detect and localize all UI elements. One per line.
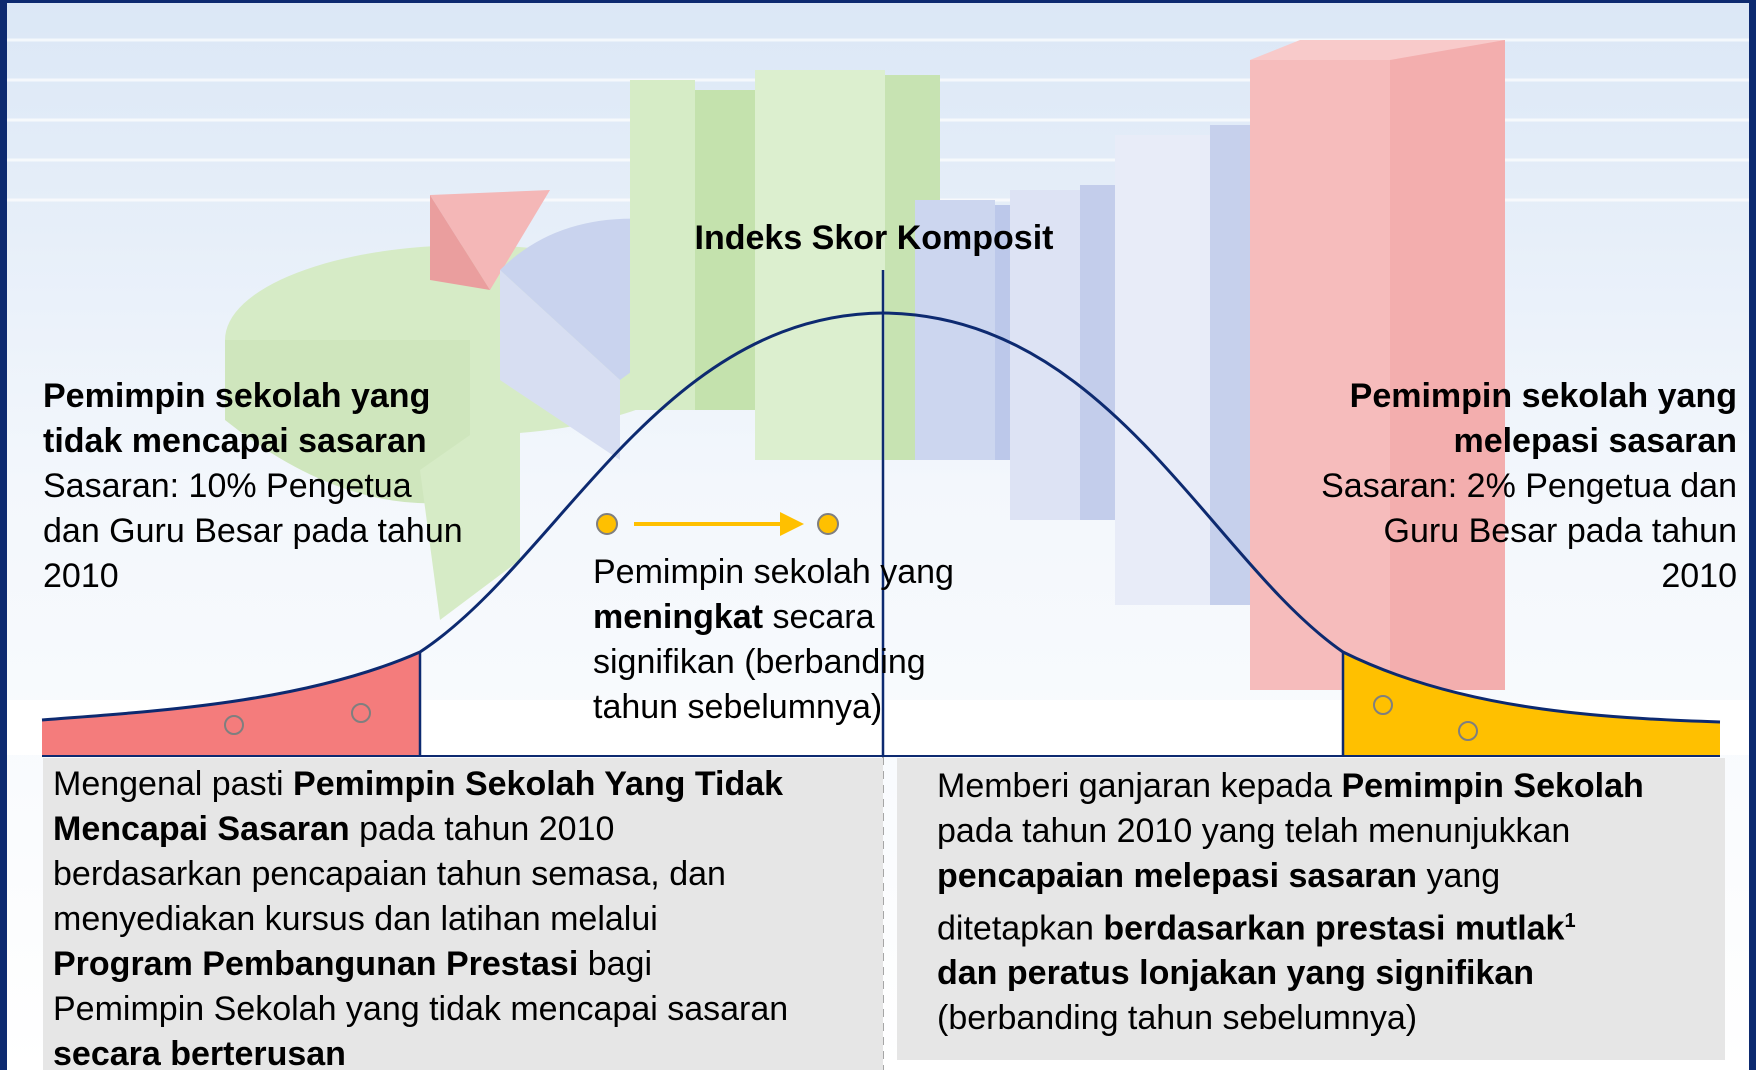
right-target-line1: Sasaran: 2% Pengetua dan [1321,467,1737,505]
br-line4: ditetapkan berdasarkan prestasi mutlak1 [937,899,1725,951]
br-p1: Memberi ganjaran kepada [937,767,1342,805]
br-p4: ditetapkan [937,909,1104,948]
left-title-line1: Pemimpin sekolah yang [43,377,431,415]
bottom-right-text: Memberi ganjaran kepada Pemimpin Sekolah… [937,764,1725,1041]
footnote-marker: 1 [1564,910,1576,932]
bl-b1: Pemimpin Sekolah Yang Tidak [293,765,784,803]
improvement-arrow-head [780,512,804,536]
left-target-line2: dan Guru Besar pada tahun [43,512,463,550]
bl-p1: Mengenal pasti [53,765,294,803]
right-title-line2: melepasi sasaran [1453,422,1737,460]
br-line1: Memberi ganjaran kepada Pemimpin Sekolah [937,764,1725,809]
bl-line6: Pemimpin Sekolah yang tidak mencapai sas… [53,990,789,1028]
middle-line1: Pemimpin sekolah yang [593,553,954,591]
bl-line4: menyediakan kursus dan latihan melalui [53,900,658,938]
br-line2: pada tahun 2010 yang telah menunjukkan [937,812,1571,850]
frame-right-edge [1749,0,1756,1070]
bl-line7: secara berterusan [53,1032,883,1070]
right-target-line3: 2010 [1661,557,1737,595]
left-title-line2: tidak mencapai sasaran [43,422,427,460]
marker-improve-end [817,513,839,535]
marker-left-1 [224,715,244,735]
right-tail-area [1343,652,1720,755]
bl-line1: Mengenal pasti Pemimpin Sekolah Yang Tid… [53,762,883,807]
right-target-line2: Guru Besar pada tahun [1383,512,1737,550]
bl-line2: Mencapai Sasaran pada tahun 2010 [53,807,883,852]
bl-b3: Program Pembangunan Prestasi [53,945,579,983]
marker-improve-start [596,513,618,535]
bl-p2: pada tahun 2010 [349,810,615,848]
center-label-text: Indeks Skor Komposit [694,219,1054,257]
left-target-line1: Sasaran: 10% Pengetua [43,467,412,505]
bl-p5: bagi [578,945,653,983]
bl-b2: Mencapai Sasaran [53,810,350,848]
marker-right-1 [1373,695,1393,715]
marker-right-2 [1458,721,1478,741]
middle-group-label: Pemimpin sekolah yang meningkat secara s… [593,550,1013,730]
bl-line5: Program Pembangunan Prestasi bagi [53,942,883,987]
marker-left-2 [351,703,371,723]
middle-line2-bold: meningkat [593,598,764,636]
frame-left-edge [0,0,7,1070]
bottom-left-box: Mengenal pasti Pemimpin Sekolah Yang Tid… [43,758,883,1070]
left-target-line3: 2010 [43,557,119,595]
right-title-line1: Pemimpin sekolah yang [1349,377,1737,415]
middle-line4: tahun sebelumnya) [593,688,883,726]
middle-line2: meningkat secara [593,595,1013,640]
br-b1: Pemimpin Sekolah [1341,767,1644,805]
center-label: Indeks Skor Komposit [0,216,1746,261]
frame-top-edge [0,0,1756,3]
bl-b4: secara berterusan [53,1035,346,1070]
br-line3: pencapaian melepasi sasaran yang [937,854,1725,899]
br-b2: pencapaian melepasi sasaran [937,857,1418,895]
right-group-label: Pemimpin sekolah yang melepasi sasaran S… [1225,374,1737,599]
br-b4: dan peratus lonjakan yang signifikan [937,954,1535,993]
br-p3: yang [1417,857,1501,895]
bottom-right-box: Memberi ganjaran kepada Pemimpin Sekolah… [897,758,1725,1060]
middle-line2-rest: secara [763,598,875,636]
middle-line3: signifikan (berbanding [593,643,926,681]
bl-line3: berdasarkan pencapaian tahun semasa, dan [53,855,726,893]
br-b3: berdasarkan prestasi mutlak [1103,909,1565,948]
left-group-label: Pemimpin sekolah yang tidak mencapai sas… [43,374,563,599]
br-line6: (berbanding tahun sebelumnya) [937,999,1418,1038]
left-tail-area [42,652,420,755]
br-line5: dan peratus lonjakan yang signifikan [937,951,1725,996]
bottom-left-text: Mengenal pasti Pemimpin Sekolah Yang Tid… [53,762,883,1070]
